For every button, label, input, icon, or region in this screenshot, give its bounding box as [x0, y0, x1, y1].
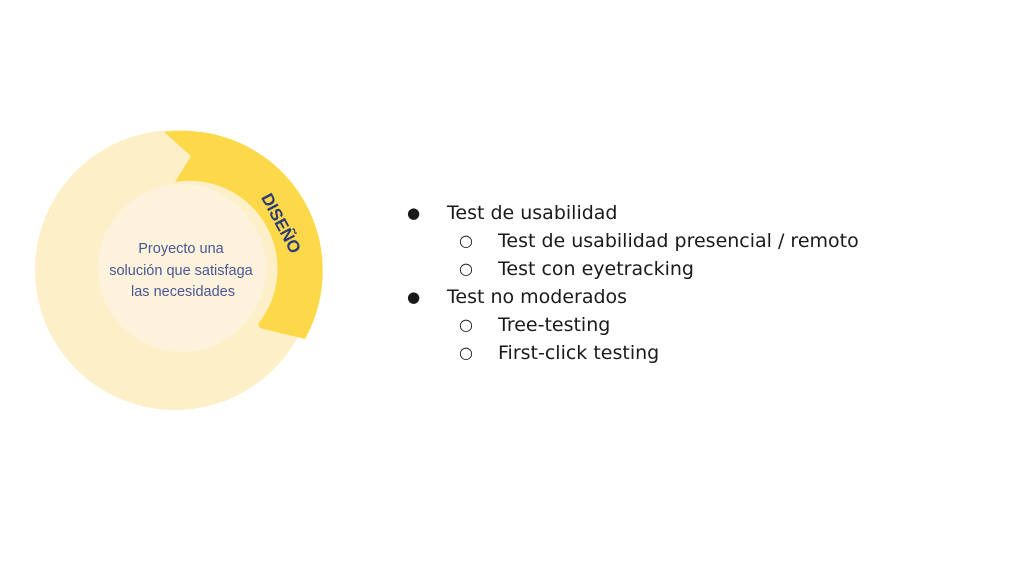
list-item-label: Test de usabilidad [447, 202, 618, 224]
inner-circle [98, 184, 266, 352]
center-text-line-1: Proyecto una [138, 241, 224, 257]
center-text-line-2: solución que satisfaga [109, 263, 253, 279]
list-subitem-label: Test de usabilidad presencial / remoto [498, 230, 859, 252]
center-text-line-3: las necesidades [131, 284, 235, 300]
list-subitem-label: Test con eyetracking [498, 258, 694, 280]
bullet-list: ● Test de usabilidad ○ Test de usabilida… [404, 199, 1004, 367]
list-subitem: ○ Test de usabilidad presencial / remoto [404, 227, 1004, 255]
list-item-label: Test no moderados [447, 286, 628, 308]
filled-bullet-icon: ● [407, 288, 421, 306]
hollow-bullet-icon: ○ [459, 315, 473, 334]
filled-bullet-icon: ● [407, 204, 421, 222]
list-item: ● Test no moderados [404, 283, 1004, 311]
hollow-bullet-icon: ○ [459, 343, 473, 362]
list-subitem: ○ Tree-testing [404, 311, 1004, 339]
hollow-bullet-icon: ○ [459, 259, 473, 278]
list-subitem-label: Tree-testing [498, 314, 611, 336]
center-text: Proyecto una solución que satisfaga las … [109, 241, 257, 300]
list-subitem: ○ Test con eyetracking [404, 255, 1004, 283]
highlight-arc [164, 130, 323, 339]
hollow-bullet-icon: ○ [459, 231, 473, 250]
list-item: ● Test de usabilidad [404, 199, 1004, 227]
list-subitem-label: First-click testing [498, 342, 660, 364]
design-cycle-diagram: Proyecto una solución que satisfaga las … [35, 130, 323, 410]
list-subitem: ○ First-click testing [404, 339, 1004, 367]
